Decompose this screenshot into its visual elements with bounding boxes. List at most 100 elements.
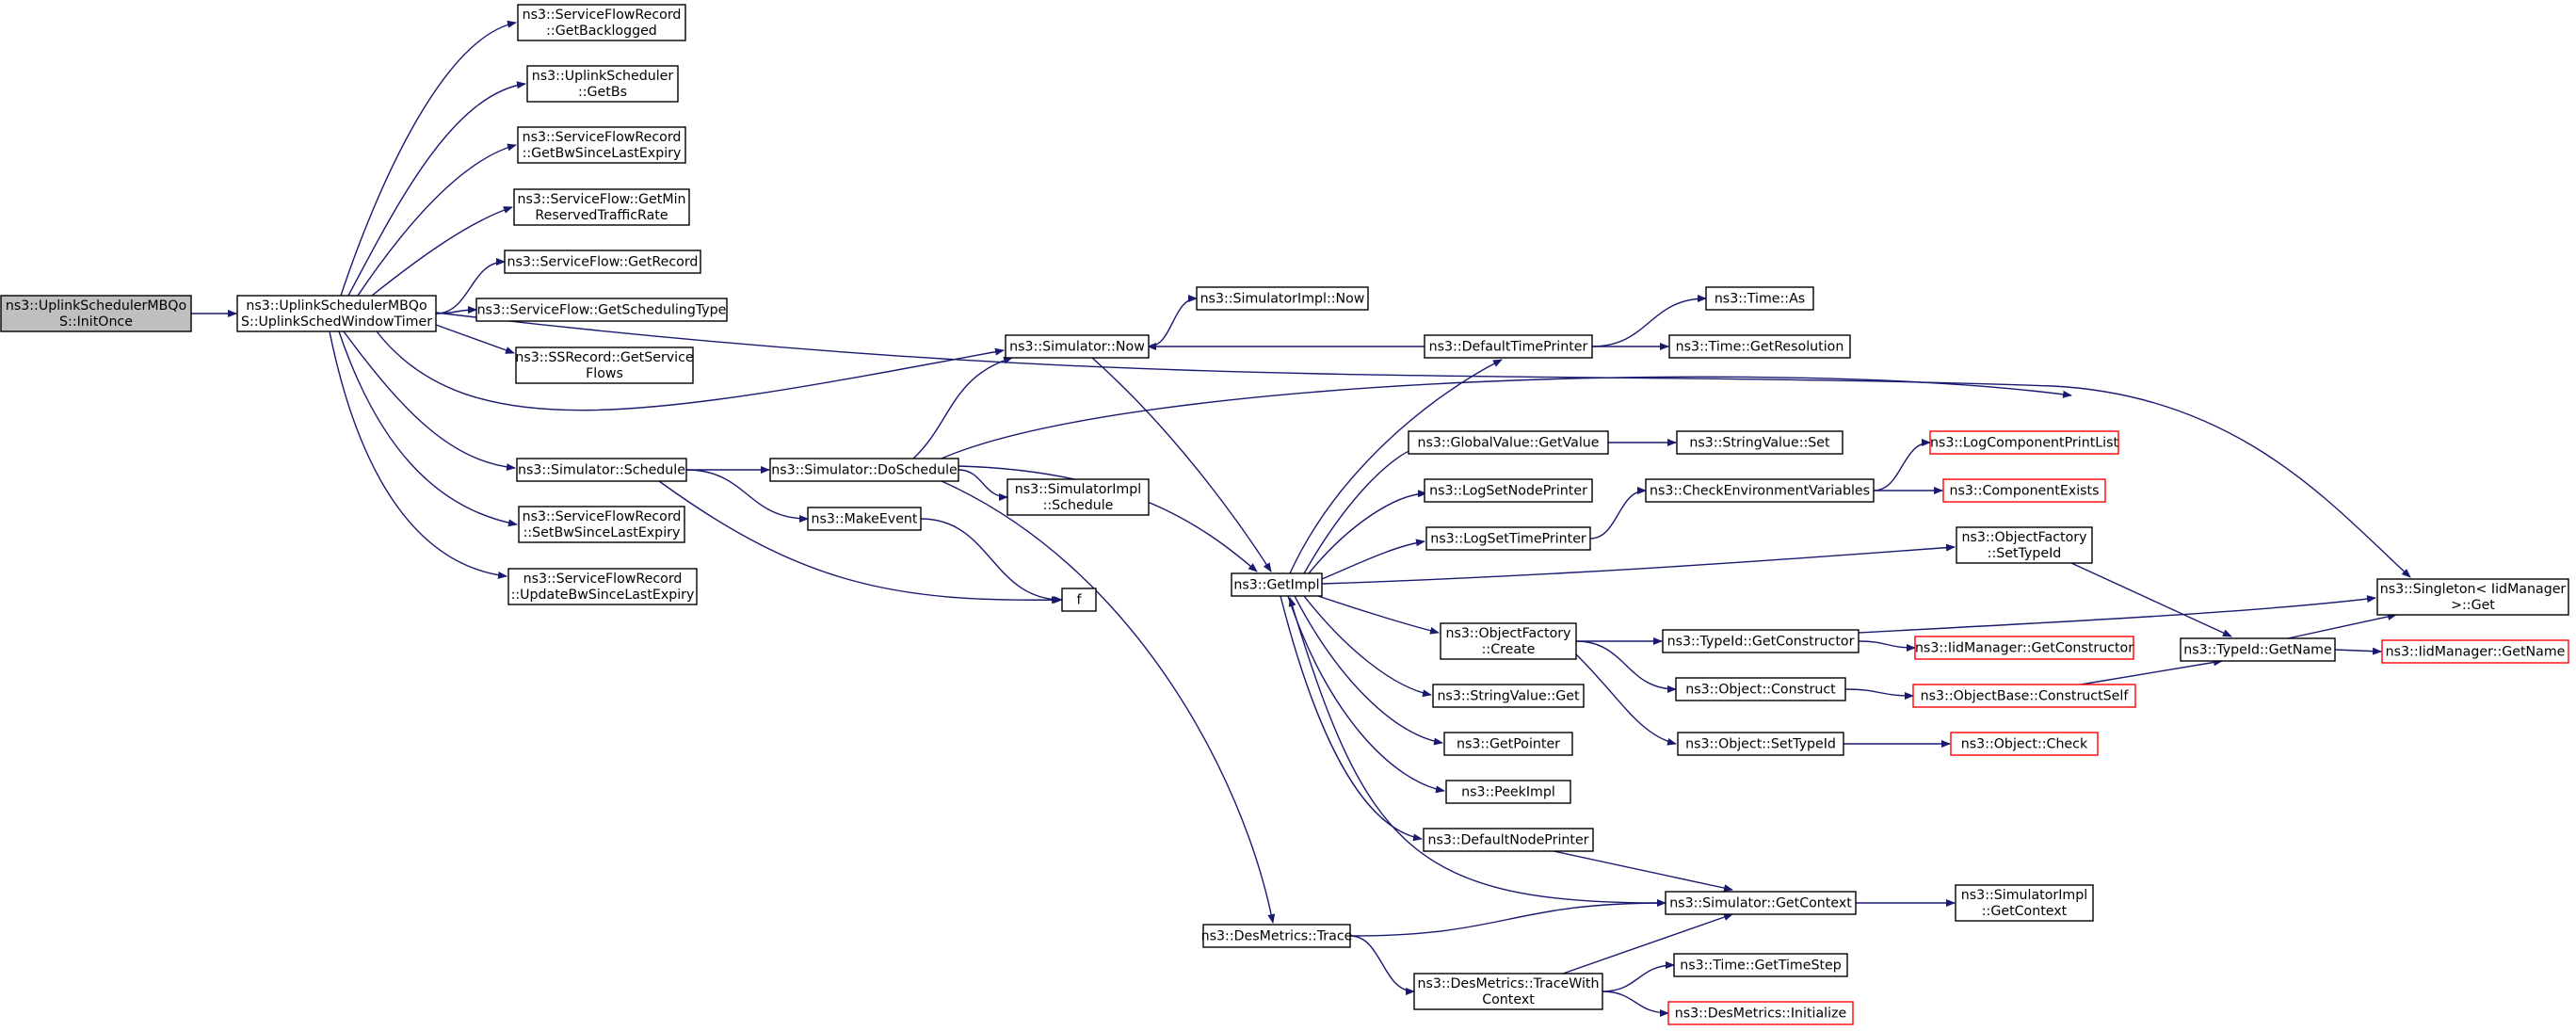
edge-sched-window-timer-to-simulator-schedule [343, 330, 516, 472]
node-object-set-typeid[interactable]: ns3::Object::SetTypeId [1677, 732, 1844, 756]
node-box [1667, 1001, 1854, 1025]
node-label: S::UplinkSchedWindowTimer [241, 314, 432, 330]
node-make-event[interactable]: ns3::MakeEvent [807, 507, 922, 531]
node-label: ::Schedule [1043, 498, 1114, 513]
node-box [2180, 637, 2336, 662]
node-simulator-now[interactable]: ns3::Simulator::Now [1005, 334, 1150, 359]
node-get-record[interactable]: ns3::ServiceFlow::GetRecord [504, 250, 701, 274]
node-log-set-time-printer[interactable]: ns3::LogSetTimePrinter [1425, 526, 1591, 551]
node-box [807, 507, 922, 531]
edge-objfactory-create-to-object-construct [1575, 640, 1677, 693]
edge-sched-window-timer-to-get-service-flows [435, 324, 515, 354]
node-box [1440, 622, 1577, 660]
node-peek-impl[interactable]: ns3::PeekImpl [1445, 780, 1571, 804]
node-simulator-get-context[interactable]: ns3::Simulator::GetContext [1665, 891, 1857, 915]
edge-sched-window-timer-to-get-min-reserved [371, 206, 513, 297]
node-label: ns3::Simulator::Schedule [518, 463, 685, 478]
node-simimpl-get-context[interactable]: ns3::SimulatorImpl::GetContext [1955, 884, 2094, 922]
node-get-bw-since-last[interactable]: ns3::ServiceFlowRecord::GetBwSinceLastEx… [517, 126, 686, 164]
edge-do-schedule-to-get-impl [958, 465, 1258, 572]
node-box [517, 4, 686, 41]
node-get-backlogged[interactable]: ns3::ServiceFlowRecord::GetBacklogged [517, 4, 686, 41]
node-get-impl[interactable]: ns3::GetImpl [1231, 572, 1323, 597]
node-do-schedule[interactable]: ns3::Simulator::DoSchedule [769, 458, 959, 482]
node-object-construct[interactable]: ns3::Object::Construct [1675, 677, 1846, 701]
node-label: ns3::SimulatorImpl [1961, 888, 2087, 903]
node-log-set-node-printer[interactable]: ns3::LogSetNodePrinter [1424, 478, 1593, 503]
node-label: ::GetBacklogged [546, 24, 657, 39]
node-objbase-construct-self[interactable]: ns3::ObjectBase::ConstructSelf [1912, 684, 2136, 708]
node-label: ns3::CheckEnvironmentVariables [1650, 484, 1870, 499]
node-time-get-resolution[interactable]: ns3::Time::GetResolution [1668, 334, 1851, 359]
node-typeid-get-ctor[interactable]: ns3::TypeId::GetConstructor [1662, 629, 1860, 653]
node-label: ::Create [1482, 642, 1536, 657]
node-label: Context [1482, 992, 1535, 1007]
node-time-get-timestep[interactable]: ns3::Time::GetTimeStep [1673, 953, 1848, 977]
node-label: ns3::MakeEvent [812, 512, 918, 527]
node-box [1929, 430, 2119, 455]
node-label: ns3::ServiceFlowRecord [523, 572, 683, 587]
node-component-exists[interactable]: ns3::ComponentExists [1942, 478, 2106, 503]
node-box [236, 295, 437, 332]
node-check-env-vars[interactable]: ns3::CheckEnvironmentVariables [1645, 478, 1875, 503]
node-f[interactable]: f [1061, 588, 1097, 612]
node-box [1662, 629, 1860, 653]
node-iid-get-name[interactable]: ns3::IidManager::GetName [2381, 639, 2569, 664]
node-simimpl-now[interactable]: ns3::SimulatorImpl::Now [1196, 286, 1369, 311]
node-box [526, 65, 679, 103]
node-label: ns3::ServiceFlow::GetMin [517, 192, 685, 207]
node-sched-window-timer[interactable]: ns3::UplinkSchedulerMBQoS::UplinkSchedWi… [236, 295, 437, 332]
edge-sched-window-timer-to-set-bw-since-last [338, 330, 518, 527]
node-time-as[interactable]: ns3::Time::As [1705, 286, 1814, 311]
node-simulator-schedule[interactable]: ns3::Simulator::Schedule [516, 458, 687, 482]
node-stringvalue-set[interactable]: ns3::StringValue::Set [1676, 430, 1843, 455]
node-stringvalue-get[interactable]: ns3::StringValue::Get [1432, 684, 1585, 708]
node-update-bw-since-last[interactable]: ns3::ServiceFlowRecord::UpdateBwSinceLas… [507, 568, 698, 605]
node-typeid-get-name[interactable]: ns3::TypeId::GetName [2180, 637, 2336, 662]
node-box [1676, 430, 1843, 455]
edge-simulator-schedule-to-make-event [685, 469, 809, 523]
node-box [516, 458, 687, 482]
node-iid-get-ctor[interactable]: ns3::IidManager::GetConstructor [1914, 636, 2134, 660]
node-get-min-reserved[interactable]: ns3::ServiceFlow::GetMinReservedTrafficR… [513, 188, 690, 226]
node-label: ns3::ServiceFlow::GetRecord [507, 255, 699, 270]
node-objfactory-create[interactable]: ns3::ObjectFactory::Create [1440, 622, 1577, 660]
edge-simulator-now-to-get-impl [1091, 357, 1272, 572]
node-default-node-printer[interactable]: ns3::DefaultNodePrinter [1423, 828, 1594, 852]
node-global-get-value[interactable]: ns3::GlobalValue::GetValue [1408, 430, 1609, 455]
node-get-bs[interactable]: ns3::UplinkScheduler::GetBs [526, 65, 679, 103]
node-des-trace[interactable]: ns3::DesMetrics::Trace [1201, 924, 1353, 948]
node-box [769, 458, 959, 482]
node-object-check[interactable]: ns3::Object::Check [1950, 732, 2099, 756]
node-log-component-print[interactable]: ns3::LogComponentPrintList [1929, 430, 2119, 455]
node-label: ns3::IidManager::GetConstructor [1915, 641, 2133, 656]
edge-do-schedule-to-singleton-get [941, 376, 2072, 459]
node-box [1677, 732, 1844, 756]
node-label: ns3::DesMetrics::Trace [1201, 929, 1353, 944]
node-label: ns3::GetImpl [1233, 578, 1319, 593]
node-label: ns3::SSRecord::GetService [515, 350, 693, 365]
node-box [513, 188, 690, 226]
node-label: ns3::ServiceFlow::GetSchedulingType [477, 303, 727, 318]
node-label: ns3::Time::As [1715, 292, 1805, 307]
node-singleton-get[interactable]: ns3::Singleton< IidManager >::Get [2376, 578, 2569, 616]
edge-do-schedule-to-des-trace [941, 480, 1276, 924]
node-objfactory-set-typeid[interactable]: ns3::ObjectFactory::SetTypeId [1956, 526, 2093, 564]
node-simimpl-schedule[interactable]: ns3::SimulatorImpl::Schedule [1006, 478, 1150, 516]
node-default-time-printer[interactable]: ns3::DefaultTimePrinter [1424, 334, 1593, 359]
node-label: ns3::GlobalValue::GetValue [1418, 436, 1600, 451]
edge-objfactory-set-typeid-to-typeid-get-name [2070, 562, 2232, 637]
node-label: ns3::SimulatorImpl [1015, 482, 1141, 497]
node-get-pointer[interactable]: ns3::GetPointer [1443, 732, 1573, 756]
node-label: f [1077, 593, 1083, 608]
node-box [1443, 732, 1573, 756]
edge-do-schedule-to-simimpl-schedule [958, 469, 1008, 501]
node-des-initialize[interactable]: ns3::DesMetrics::Initialize [1667, 1001, 1854, 1025]
edge-objbase-construct-self-to-typeid-get-name [2080, 658, 2223, 685]
node-label: ns3::ObjectFactory [1962, 530, 2087, 545]
node-get-sched-type[interactable]: ns3::ServiceFlow::GetSchedulingType [475, 298, 728, 322]
node-set-bw-since-last[interactable]: ns3::ServiceFlowRecord::SetBwSinceLastEx… [518, 506, 685, 543]
